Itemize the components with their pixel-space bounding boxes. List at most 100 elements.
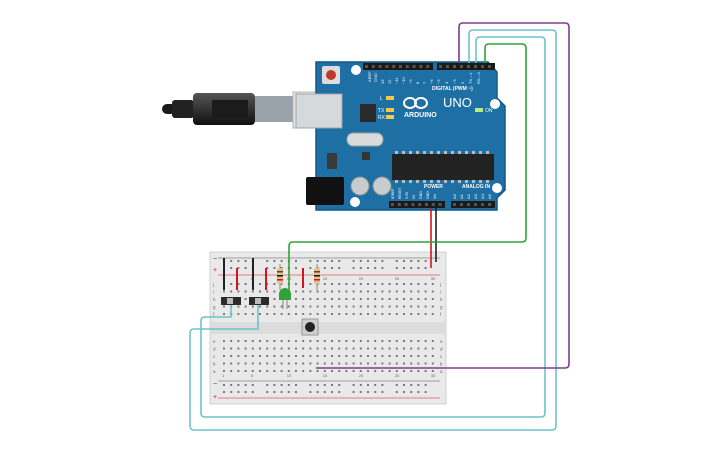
breadboard-hole	[302, 305, 305, 308]
breadboard-hole	[395, 290, 398, 293]
header-hole	[412, 65, 416, 68]
breadboard-hole	[309, 298, 312, 300]
breadboard-hole	[331, 283, 333, 285]
breadboard-hole	[230, 260, 233, 262]
power-jack	[306, 177, 344, 205]
breadboard-hole	[266, 267, 269, 269]
breadboard-hole	[367, 391, 369, 393]
breadboard-hole	[403, 370, 405, 372]
breadboard-hole	[223, 290, 225, 293]
push-button[interactable]	[301, 318, 319, 336]
breadboard-hole	[273, 362, 276, 365]
breadboard-hole	[403, 313, 405, 315]
breadboard-hole	[338, 370, 341, 372]
breadboard-hole	[223, 384, 225, 386]
header-hole	[467, 203, 470, 206]
column-number: 20	[359, 276, 364, 281]
breadboard-hole	[352, 267, 355, 269]
breadboard-hole	[331, 384, 333, 386]
breadboard-hole	[367, 340, 369, 342]
analog-label: ANALOG IN	[462, 184, 490, 190]
chip-leg	[444, 151, 447, 154]
row-letter: a	[440, 369, 443, 374]
breadboard-hole	[374, 290, 377, 293]
led-rx	[386, 115, 394, 119]
breadboard-hole	[338, 313, 341, 315]
digital-pin-label: 4	[444, 81, 449, 84]
slide-switch-knob[interactable]	[227, 298, 233, 304]
breadboard-hole	[309, 290, 312, 293]
column-number: 20	[359, 373, 364, 378]
breadboard-hole	[295, 290, 297, 293]
breadboard-hole	[244, 290, 247, 293]
breadboard-hole	[431, 340, 434, 342]
breadboard-hole	[345, 313, 348, 315]
reset-button-cap[interactable]	[326, 70, 336, 80]
breadboard-hole	[338, 267, 341, 269]
slide-switch-knob[interactable]	[255, 298, 261, 304]
breadboard-hole	[259, 362, 261, 365]
breadboard-hole	[323, 362, 326, 365]
atmega-chip	[392, 154, 494, 180]
chip-leg	[409, 180, 412, 183]
breadboard-hole	[259, 370, 261, 372]
header-hole	[481, 203, 484, 206]
chip-leg	[458, 151, 461, 154]
breadboard-hole	[280, 355, 283, 357]
breadboard-hole	[251, 370, 254, 372]
breadboard-hole	[431, 370, 434, 372]
breadboard-hole	[345, 370, 348, 372]
breadboard-hole	[410, 260, 413, 262]
breadboard-hole	[295, 384, 297, 386]
analog-header	[451, 201, 495, 208]
breadboard-hole	[417, 298, 420, 300]
row-letter: j	[439, 282, 441, 287]
breadboard-hole	[251, 290, 254, 293]
breadboard-hole	[359, 290, 362, 293]
row-letter: a	[213, 369, 216, 374]
breadboard-hole	[417, 384, 420, 386]
analog-pin-label: A2	[466, 193, 471, 199]
capacitor	[372, 176, 392, 196]
breadboard-hole	[273, 260, 276, 262]
breadboard-hole	[295, 362, 297, 365]
breadboard-hole	[237, 391, 240, 393]
header-hole	[397, 203, 401, 206]
chip-leg	[409, 151, 412, 154]
breadboard-hole	[352, 283, 355, 285]
breadboard-hole	[403, 391, 405, 393]
breadboard-hole	[403, 283, 405, 285]
breadboard-hole	[287, 391, 290, 393]
breadboard-hole	[323, 283, 326, 285]
header-hole	[426, 65, 430, 68]
breadboard-hole	[359, 313, 362, 315]
breadboard-hole	[223, 362, 225, 365]
chip-leg	[423, 151, 426, 154]
breadboard-hole	[266, 384, 269, 386]
header-hole	[378, 65, 382, 68]
breadboard-hole	[244, 362, 247, 365]
breadboard-hole	[352, 260, 355, 262]
breadboard-hole	[403, 267, 405, 269]
row-letter: c	[213, 354, 216, 359]
breadboard-hole	[359, 355, 362, 357]
digital-header-high	[363, 63, 433, 70]
breadboard-hole	[316, 260, 319, 262]
column-number: 25	[395, 276, 400, 281]
breadboard-hole	[223, 340, 225, 342]
breadboard-hole	[367, 290, 369, 293]
breadboard-hole	[273, 347, 276, 350]
breadboard-hole	[273, 305, 276, 308]
breadboard-hole	[345, 283, 348, 285]
breadboard-hole	[316, 313, 319, 315]
breadboard-hole	[259, 313, 261, 315]
chip-leg	[416, 151, 419, 154]
chip-leg	[465, 180, 468, 183]
breadboard-hole	[352, 355, 355, 357]
power-pin-label: GND	[419, 191, 423, 199]
breadboard-hole	[359, 391, 362, 393]
breadboard-hole	[417, 340, 420, 342]
row-letter: e	[440, 339, 443, 344]
chip-leg	[472, 180, 475, 183]
